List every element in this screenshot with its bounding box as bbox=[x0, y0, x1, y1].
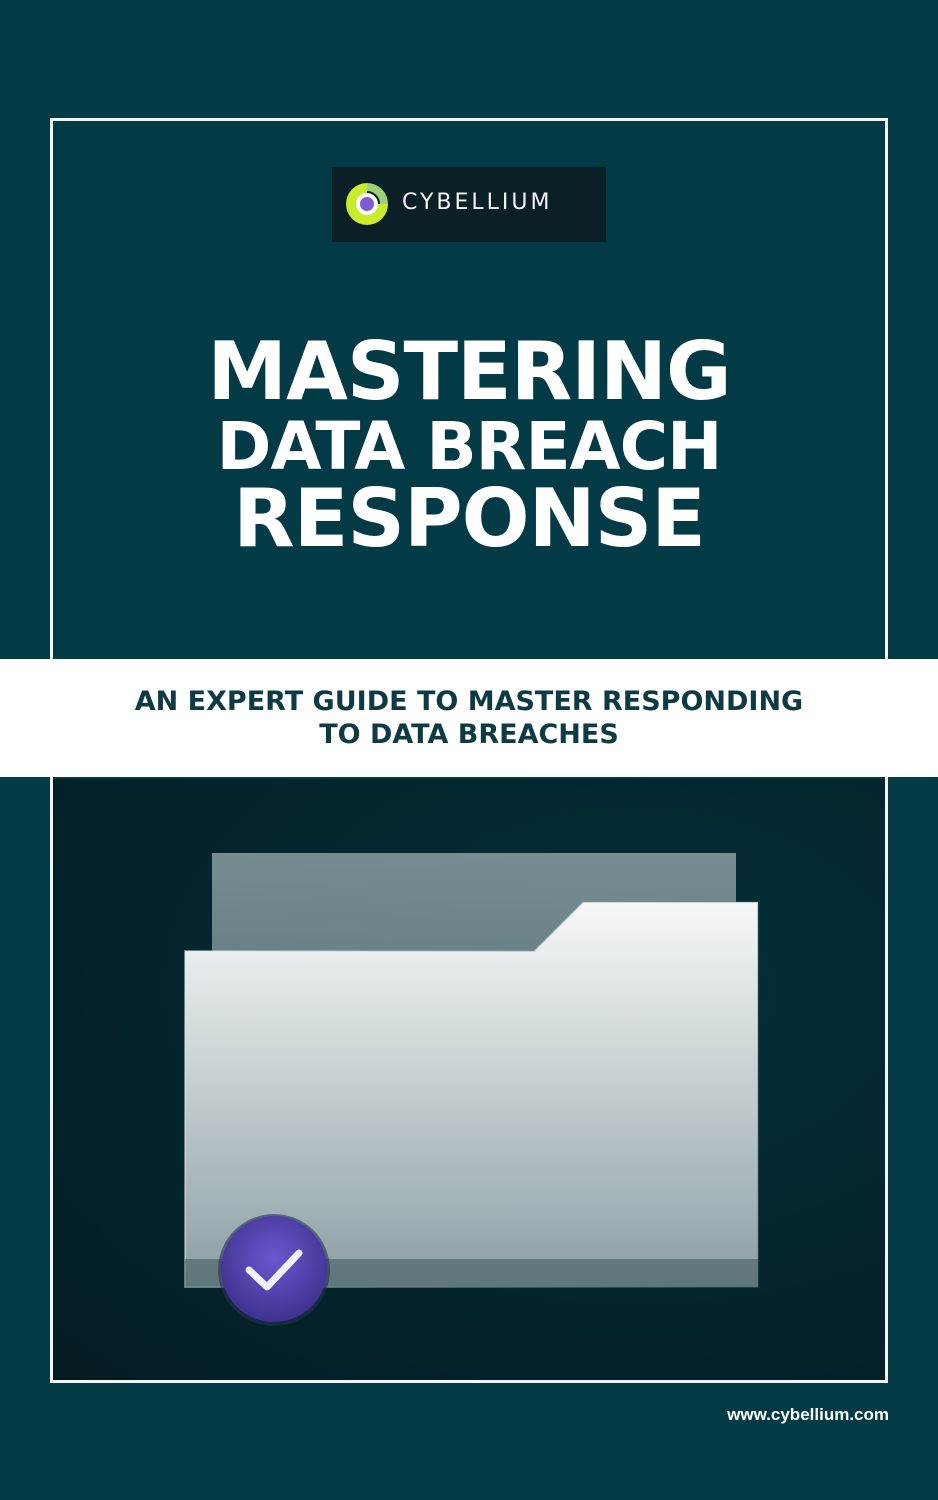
book-subtitle: AN EXPERT GUIDE TO MASTER RESPONDING TO … bbox=[0, 685, 938, 751]
brand-name: CYBELLIUM bbox=[402, 190, 553, 215]
illustration-panel bbox=[53, 779, 885, 1380]
website-url: www.cybellium.com bbox=[727, 1405, 889, 1424]
brand-logo: CYBELLIUM bbox=[332, 167, 606, 242]
title-line-3: RESPONSE bbox=[233, 472, 706, 565]
subtitle-line-2: TO DATA BREACHES bbox=[319, 719, 619, 750]
folder-icon bbox=[184, 853, 759, 1326]
cybellium-logo-icon bbox=[346, 183, 388, 225]
subtitle-band: AN EXPERT GUIDE TO MASTER RESPONDING TO … bbox=[0, 659, 938, 777]
book-title: MASTERING DATA BREACH RESPONSE bbox=[60, 328, 878, 560]
title-line-1: MASTERING bbox=[207, 325, 731, 418]
subtitle-line-1: AN EXPERT GUIDE TO MASTER RESPONDING bbox=[134, 686, 804, 717]
checkmark-icon bbox=[218, 1214, 330, 1326]
title-line-2: DATA BREACH bbox=[216, 408, 723, 485]
